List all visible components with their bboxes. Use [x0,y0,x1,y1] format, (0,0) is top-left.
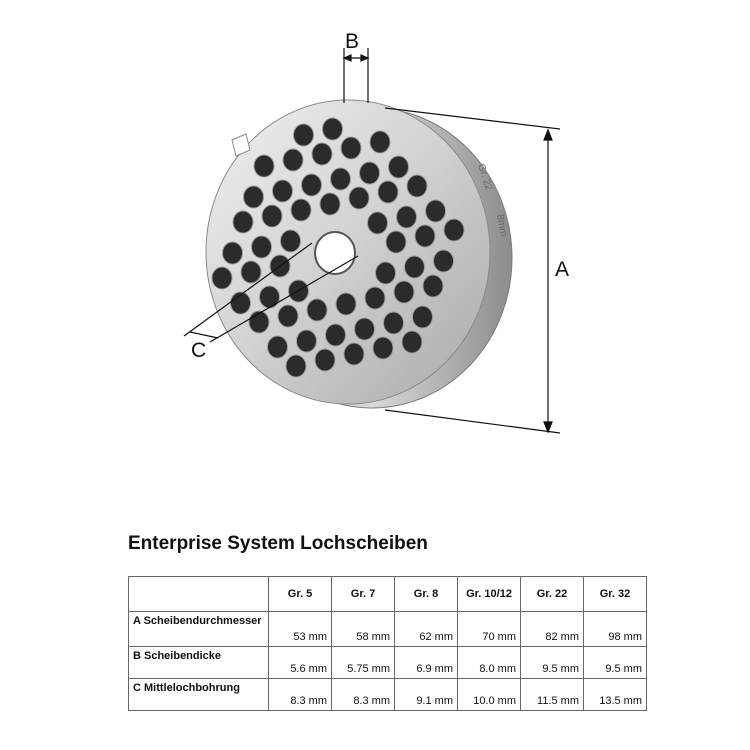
mincer-plate-diagram: Gr. 22 8mm A B C [183,30,569,434]
table-row: B Scheibendicke 5.6 mm 5.75 mm 6.9 mm 8.… [128,646,647,679]
plate-hole [301,173,322,197]
table-cell: 5.6 mm [268,646,332,679]
plate-hole [377,180,399,204]
label-b: B [345,30,359,53]
plate-hole [433,249,454,273]
table-header-row: Gr. 5 Gr. 7 Gr. 8 Gr. 10/12 Gr. 22 Gr. 3… [128,576,647,612]
plate-hole [401,330,423,354]
table-cell: 9.5 mm [520,646,584,679]
plate-hole [425,199,446,223]
plate-hole [290,198,312,222]
table-cell: 82 mm [520,611,584,647]
plate-hole [243,185,264,209]
plate-hole [367,211,388,235]
plate-hole [393,280,415,304]
table-cell: 13.5 mm [583,678,647,711]
plate-hole [422,274,444,298]
plate-hole [277,304,299,328]
label-c: C [191,339,206,362]
table-cell: 70 mm [457,611,521,647]
plate-notch [231,133,251,157]
page-title: Enterprise System Lochscheiben [128,533,428,554]
spec-table: Gr. 5 Gr. 7 Gr. 8 Gr. 10/12 Gr. 22 Gr. 3… [128,576,647,711]
plate-hole [388,155,409,179]
table-row: A Scheibendurchmesser 53 mm 58 mm 62 mm … [128,611,647,647]
plate-hole [253,154,275,178]
table-cell: 58 mm [331,611,395,647]
plate-hole [285,354,307,378]
table-cell: 6.9 mm [394,646,458,679]
table-cell: 8.3 mm [268,678,332,711]
plate-hole [325,323,346,347]
plate-hole [259,285,280,309]
plate-hole [354,317,375,341]
table-cell: 9.1 mm [394,678,458,711]
dimension-b [342,48,370,103]
plate-hole [359,161,380,185]
plate-hole [296,329,317,353]
table-cell: 10.0 mm [457,678,521,711]
plate-hole [340,136,362,160]
plate-hole [443,218,465,242]
row-label: C Mittlelochbohrung [128,678,269,711]
table-cell: 11.5 mm [520,678,584,711]
plate-hole [335,292,357,316]
plate-hole [404,255,425,279]
plate-hole [396,205,417,229]
table-cell: 5.75 mm [331,646,395,679]
plate-hole [319,192,341,216]
plate-hole [230,291,251,315]
plate-hole [280,229,301,253]
plate-hole [314,348,336,372]
plate-hole [369,130,391,154]
plate-hole [251,235,272,259]
table-header-cell: Gr. 32 [583,576,647,612]
table-cell: 8.3 mm [331,678,395,711]
center-bore [314,231,356,275]
table-cell: 98 mm [583,611,647,647]
plate-hole [232,210,254,234]
table-header-cell: Gr. 5 [268,576,332,612]
plate-hole [222,241,243,265]
plate-hole [414,224,436,248]
table-header-cell [128,576,269,612]
plate-hole [282,148,304,172]
table-header-cell: Gr. 10/12 [457,576,521,612]
plate-hole [412,305,433,329]
plate-hole [261,204,283,228]
plate-hole [375,261,396,285]
plate-hole [372,336,394,360]
plate-hole [272,179,293,203]
engraving-hole: 8mm [494,214,509,238]
plate-hole [385,230,407,254]
table-header-cell: Gr. 7 [331,576,395,612]
plate-hole [248,310,270,334]
plate-hole [293,123,314,147]
table-header-cell: Gr. 22 [520,576,584,612]
plate-hole [348,186,370,210]
plate-hole [267,335,288,359]
table-cell: 62 mm [394,611,458,647]
table-header-cell: Gr. 8 [394,576,458,612]
table-cell: 53 mm [268,611,332,647]
plate-hole [211,266,233,290]
plate-hole [383,311,404,335]
plate-hole [364,286,386,310]
table-cell: 9.5 mm [583,646,647,679]
plate-hole [240,260,262,284]
plate-hole [330,167,351,191]
row-label: A Scheibendurchmesser [128,611,269,647]
dimension-c [183,242,359,343]
row-label: B Scheibendicke [128,646,269,679]
table-cell: 8.0 mm [457,646,521,679]
plate-hole [306,298,328,322]
plate-hole [311,142,333,166]
label-a: A [555,258,569,281]
plate-hole [406,174,428,198]
plate-hole [343,342,365,366]
plate-hole [322,117,343,141]
dimension-a [384,107,561,434]
table-row: C Mittlelochbohrung 8.3 mm 8.3 mm 9.1 mm… [128,678,647,711]
